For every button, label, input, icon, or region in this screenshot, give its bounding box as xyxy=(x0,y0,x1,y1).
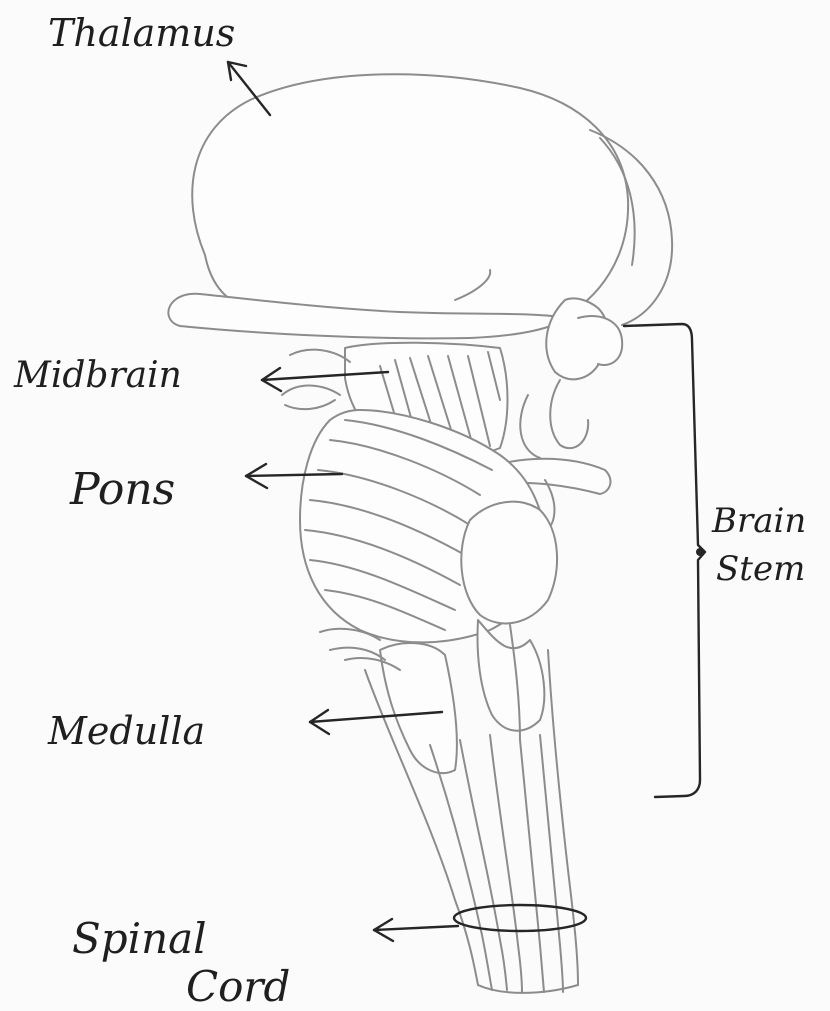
spinal-cord-label-line2: Cord xyxy=(186,966,290,1008)
bracket-dot xyxy=(696,548,704,556)
brain-stem-label-line2: Stem xyxy=(716,552,805,586)
pons-label: Pons xyxy=(70,468,175,512)
thalamus-label: Thalamus xyxy=(48,14,235,52)
spinal-cord-ring xyxy=(454,905,586,931)
medulla-label: Medulla xyxy=(48,712,205,750)
brain-stem-bracket xyxy=(624,324,705,797)
pons-shape xyxy=(300,410,557,642)
thalamus-shape xyxy=(192,74,672,329)
spinal-cord-label-line1: Spinal xyxy=(72,918,207,960)
brain-stem-label-line1: Brain xyxy=(712,504,806,538)
spinal-cord-arrow xyxy=(374,919,458,941)
midbrain-label: Midbrain xyxy=(14,358,182,394)
